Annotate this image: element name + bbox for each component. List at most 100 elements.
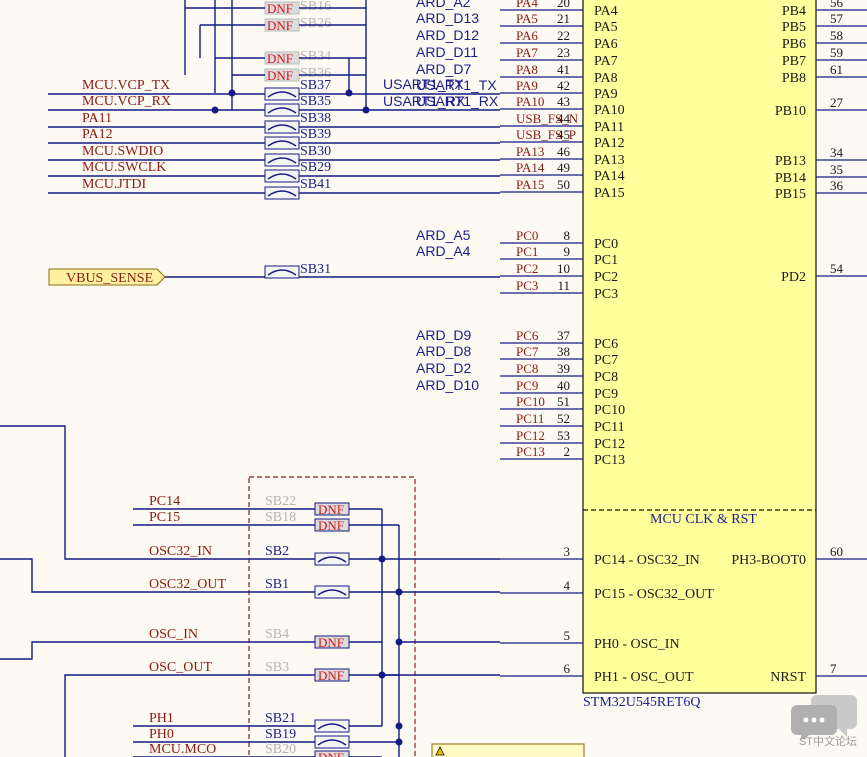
pin-port-label: PC10	[516, 394, 545, 409]
clk-net-label: OSC_IN	[149, 627, 198, 642]
pin-number: 56	[830, 0, 844, 10]
pin-number: 51	[557, 394, 570, 409]
pin-port-label: USB_FS_N	[516, 111, 579, 126]
pin-name: PA5	[594, 20, 618, 35]
pin-name: NRST	[770, 670, 806, 685]
clk-jumper-body	[314, 552, 350, 566]
junction-dot	[378, 555, 386, 563]
clk-net-label: PC15	[149, 510, 180, 525]
arduino-net-label: ARD_D7	[416, 61, 471, 77]
pin-number: 50	[557, 177, 570, 192]
pin-number: 20	[557, 0, 570, 10]
clk-jumper-arc	[317, 739, 347, 746]
solder-bridge-name: SB22	[265, 494, 296, 509]
osc-out-feed	[64, 674, 133, 757]
pin-port-label: PA15	[516, 177, 544, 192]
pin-number: 58	[830, 28, 843, 43]
pin-number: 57	[830, 11, 844, 26]
pin-name: PA4	[594, 4, 618, 19]
pin-name: PC15 - OSC32_OUT	[594, 587, 714, 602]
pin-name: PC7	[594, 353, 618, 368]
clk-jumper-body	[314, 735, 350, 749]
pin-number: 23	[557, 45, 570, 60]
pin-name: PB8	[782, 71, 806, 86]
pin-port-label: PC0	[516, 228, 538, 243]
solder-bridge-arc	[267, 124, 297, 131]
junction-dot	[362, 106, 370, 114]
pin-number: 60	[830, 544, 843, 559]
solder-bridge-name: SB3	[265, 660, 289, 675]
vbus-port-shape	[48, 268, 166, 286]
pin-name: PA15	[594, 186, 625, 201]
solder-bridge-name: SB18	[265, 510, 296, 525]
pin-port-label: PA13	[516, 144, 544, 159]
pin-name: PC2	[594, 270, 618, 285]
pin-number: 21	[557, 11, 570, 26]
clk-net-label: PH1	[149, 711, 174, 726]
pin-number: 45	[557, 127, 570, 142]
pin-port-label: PA6	[516, 28, 538, 43]
pin-number: 54	[830, 261, 844, 276]
pin-number: 5	[564, 628, 571, 643]
pin-name: PC9	[594, 387, 618, 402]
pin-number: 46	[557, 144, 571, 159]
pin-name: PD2	[781, 270, 806, 285]
junction-dot	[211, 106, 219, 114]
clk-jumper-body	[314, 750, 350, 757]
pin-number: 10	[557, 261, 570, 276]
solder-bridge-body	[264, 186, 300, 200]
arduino-net-label: ARD_A4	[416, 243, 471, 259]
pin-port-label: USB_FS_P	[516, 127, 576, 142]
pin-port-label: PC11	[516, 411, 544, 426]
pin-number: 59	[830, 45, 843, 60]
pin-number: 43	[557, 94, 570, 109]
pin-port-label: PA5	[516, 11, 538, 26]
pin-number: 34	[830, 145, 844, 160]
pin-number: 36	[830, 178, 844, 193]
vbus-port-label: VBUS_SENSE	[66, 271, 153, 286]
pin-port-label: PA8	[516, 62, 538, 77]
pin-port-label: PC2	[516, 261, 538, 276]
pin-name: PA14	[594, 169, 625, 184]
pin-number: 44	[557, 111, 571, 126]
pin-port-label: PC9	[516, 378, 538, 393]
vbus-solder-bridge-body	[264, 265, 300, 279]
pin-name: PB10	[775, 104, 806, 119]
arduino-net-label: ARD_D11	[416, 44, 478, 60]
clk-dnf-boundary	[248, 476, 416, 757]
solder-bridge-arc	[267, 140, 297, 147]
chip-right-pins: PB456PB557PB658PB759PB861PB1027PB1334PB1…	[775, 0, 867, 285]
solder-bridge-name: SB38	[300, 111, 331, 126]
pin-name: PA12	[594, 136, 625, 151]
usart-rx-label: USART1_RX	[383, 93, 466, 109]
pin-name: PC8	[594, 370, 618, 385]
clk-net-label: OSC32_OUT	[149, 577, 226, 592]
pin-name: PC3	[594, 287, 618, 302]
pin-port-label: PC8	[516, 361, 538, 376]
arduino-net-label: ARD_A2	[416, 0, 471, 10]
clk-net-label: PC14	[149, 494, 180, 509]
net-label: PA11	[82, 111, 112, 126]
solder-bridge-name: SB21	[265, 711, 296, 726]
solder-bridge-name: SB16	[300, 0, 331, 14]
pin-name: PA8	[594, 71, 618, 86]
pin-port-label: PC6	[516, 328, 539, 343]
solder-bridge-name: SB20	[265, 742, 296, 757]
solder-bridge-name: SB31	[300, 262, 331, 277]
pin-name: PB7	[782, 54, 806, 69]
pin-number: 49	[557, 160, 570, 175]
pin-number: 11	[557, 278, 570, 293]
pin-port-label: PA14	[516, 160, 545, 175]
clk-net-label: PH0	[149, 727, 174, 742]
chip-part-number: STM32U545RET6Q	[583, 695, 700, 710]
clk-section-title: MCU CLK & RST	[650, 512, 757, 527]
solder-bridge-body	[264, 169, 300, 183]
warning-icon	[435, 746, 445, 756]
junction-dot	[395, 722, 403, 730]
pin-name: PH3-BOOT0	[731, 553, 806, 568]
pin-port-label: PC12	[516, 428, 545, 443]
pin-number: 4	[564, 578, 571, 593]
